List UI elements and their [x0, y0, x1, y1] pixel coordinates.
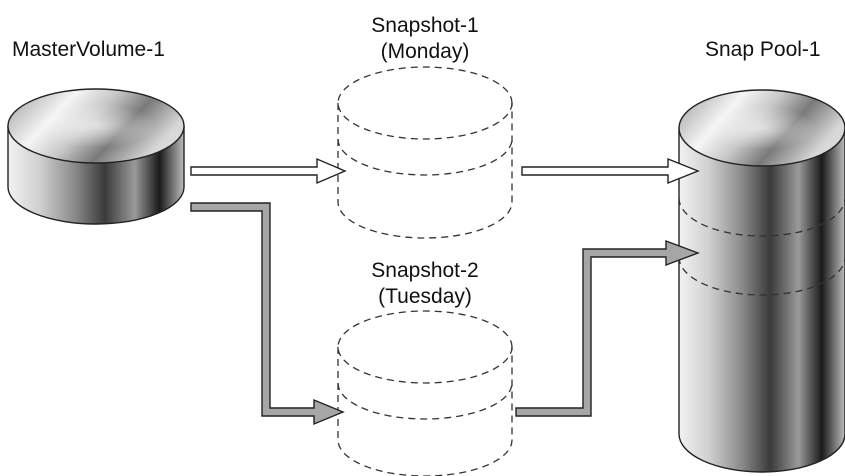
snapshot-2-cylinder: [337, 310, 513, 476]
master-volume-cylinder: [7, 88, 185, 225]
arrow-master-to-snapshot-1: [190, 157, 347, 185]
snap-pool-cylinder: [678, 89, 845, 473]
arrow-snapshot-2-to-pool: [515, 239, 700, 417]
snap-pool-label: Snap Pool-1: [705, 38, 821, 61]
pool-divider-1: [678, 197, 845, 237]
snapshot-1-title: Snapshot-1: [371, 14, 478, 37]
arrow-snapshot-1-to-pool: [521, 157, 700, 185]
snapshot-2-title: Snapshot-2: [371, 259, 478, 282]
snapshot-1-day: (Monday): [381, 40, 470, 63]
snapshot-1-cylinder: [337, 66, 513, 239]
arrow-master-to-snapshot-2: [190, 202, 345, 426]
snapshot-2-day: (Tuesday): [378, 285, 472, 308]
pool-divider-2: [678, 256, 845, 296]
master-volume-label: MasterVolume-1: [12, 38, 165, 61]
